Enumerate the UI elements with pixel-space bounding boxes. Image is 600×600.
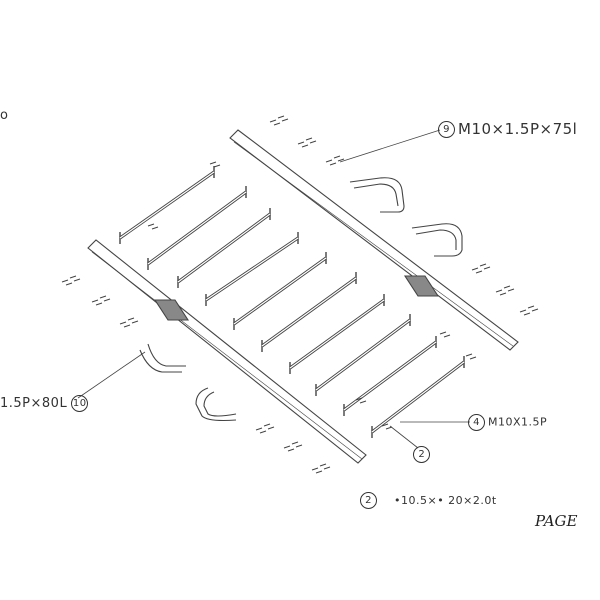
callout-number-9: 9: [438, 121, 455, 138]
u-bracket-left-1: [139, 343, 186, 373]
cross-bar-7: [289, 294, 385, 374]
cross-bar-5: [233, 252, 327, 330]
hardware-mark-1: [269, 119, 281, 126]
hardware-mark-14: [69, 275, 81, 282]
hardware-mark-10: [503, 285, 515, 292]
cross-bar-9: [343, 336, 437, 416]
leader-lines: [77, 129, 470, 449]
hardware-mark-23: [311, 467, 323, 474]
u-bracket-top-2: [411, 223, 463, 257]
u-bracket-top-1: [349, 177, 405, 213]
hardware-mark-16: [99, 295, 111, 302]
hardware-mark-15: [91, 299, 103, 306]
hardware-mark-7: [471, 267, 483, 274]
u-bracket-left-2: [195, 387, 237, 422]
hardware-mark-9: [495, 289, 507, 296]
hardware-mark-4: [305, 137, 317, 144]
callout-rail: 2: [413, 446, 433, 463]
callout-number-10: 10: [71, 395, 89, 412]
hardware-mark-6: [333, 155, 345, 162]
hardware-mark-20: [263, 423, 275, 430]
callout-bolt-80-text: 1.5P×80L: [0, 396, 68, 411]
page-label: PAGE: [535, 512, 578, 530]
hardware-mark-8: [479, 263, 491, 270]
hardware-mark-27: [355, 397, 367, 404]
callout-washer: 2 •10.5×• 20×2.0t: [360, 492, 497, 509]
callout-number-2-washer: 2: [360, 492, 377, 509]
callout-number-4: 4: [468, 414, 485, 431]
hardware-mark-30: [465, 353, 477, 360]
callout-number-2-rail: 2: [413, 446, 430, 463]
hardware-mark-5: [325, 159, 337, 166]
edge-mark: o: [0, 108, 8, 123]
callout-nut-text: M10X1.5P: [488, 415, 548, 429]
hardware-mark-3: [297, 141, 309, 148]
hardware-mark-17: [119, 321, 131, 328]
hardware-mark-11: [519, 309, 531, 316]
cross-bar-4: [205, 232, 299, 306]
cross-bar-10: [371, 356, 465, 438]
callout-washer-text: •10.5×• 20×2.0t: [394, 493, 497, 507]
cross-bar-6: [261, 272, 357, 352]
cross-bars: [119, 166, 465, 438]
right-long-rail: [229, 129, 519, 351]
hardware-mark-19: [255, 427, 267, 434]
hardware-mark-25: [147, 223, 159, 230]
hardware-mark-18: [127, 317, 139, 324]
hardware-mark-29: [439, 331, 451, 338]
left-long-rail: [87, 239, 367, 464]
cross-bar-1: [119, 166, 215, 244]
cross-bar-8: [315, 314, 411, 396]
hardware-mark-13: [61, 279, 73, 286]
cross-bar-3: [177, 208, 271, 288]
hardware-mark-28: [381, 423, 393, 430]
hardware-marks: [61, 115, 539, 474]
hardware-mark-24: [319, 463, 331, 470]
hardware-mark-26: [209, 161, 221, 168]
hardware-mark-2: [277, 115, 289, 122]
hardware-mark-22: [291, 441, 303, 448]
hardware-mark-21: [283, 445, 295, 452]
callout-bolt-75-text: M10×1.5P×75l: [458, 120, 578, 138]
hardware-mark-12: [527, 305, 539, 312]
cross-bar-2: [147, 186, 247, 270]
